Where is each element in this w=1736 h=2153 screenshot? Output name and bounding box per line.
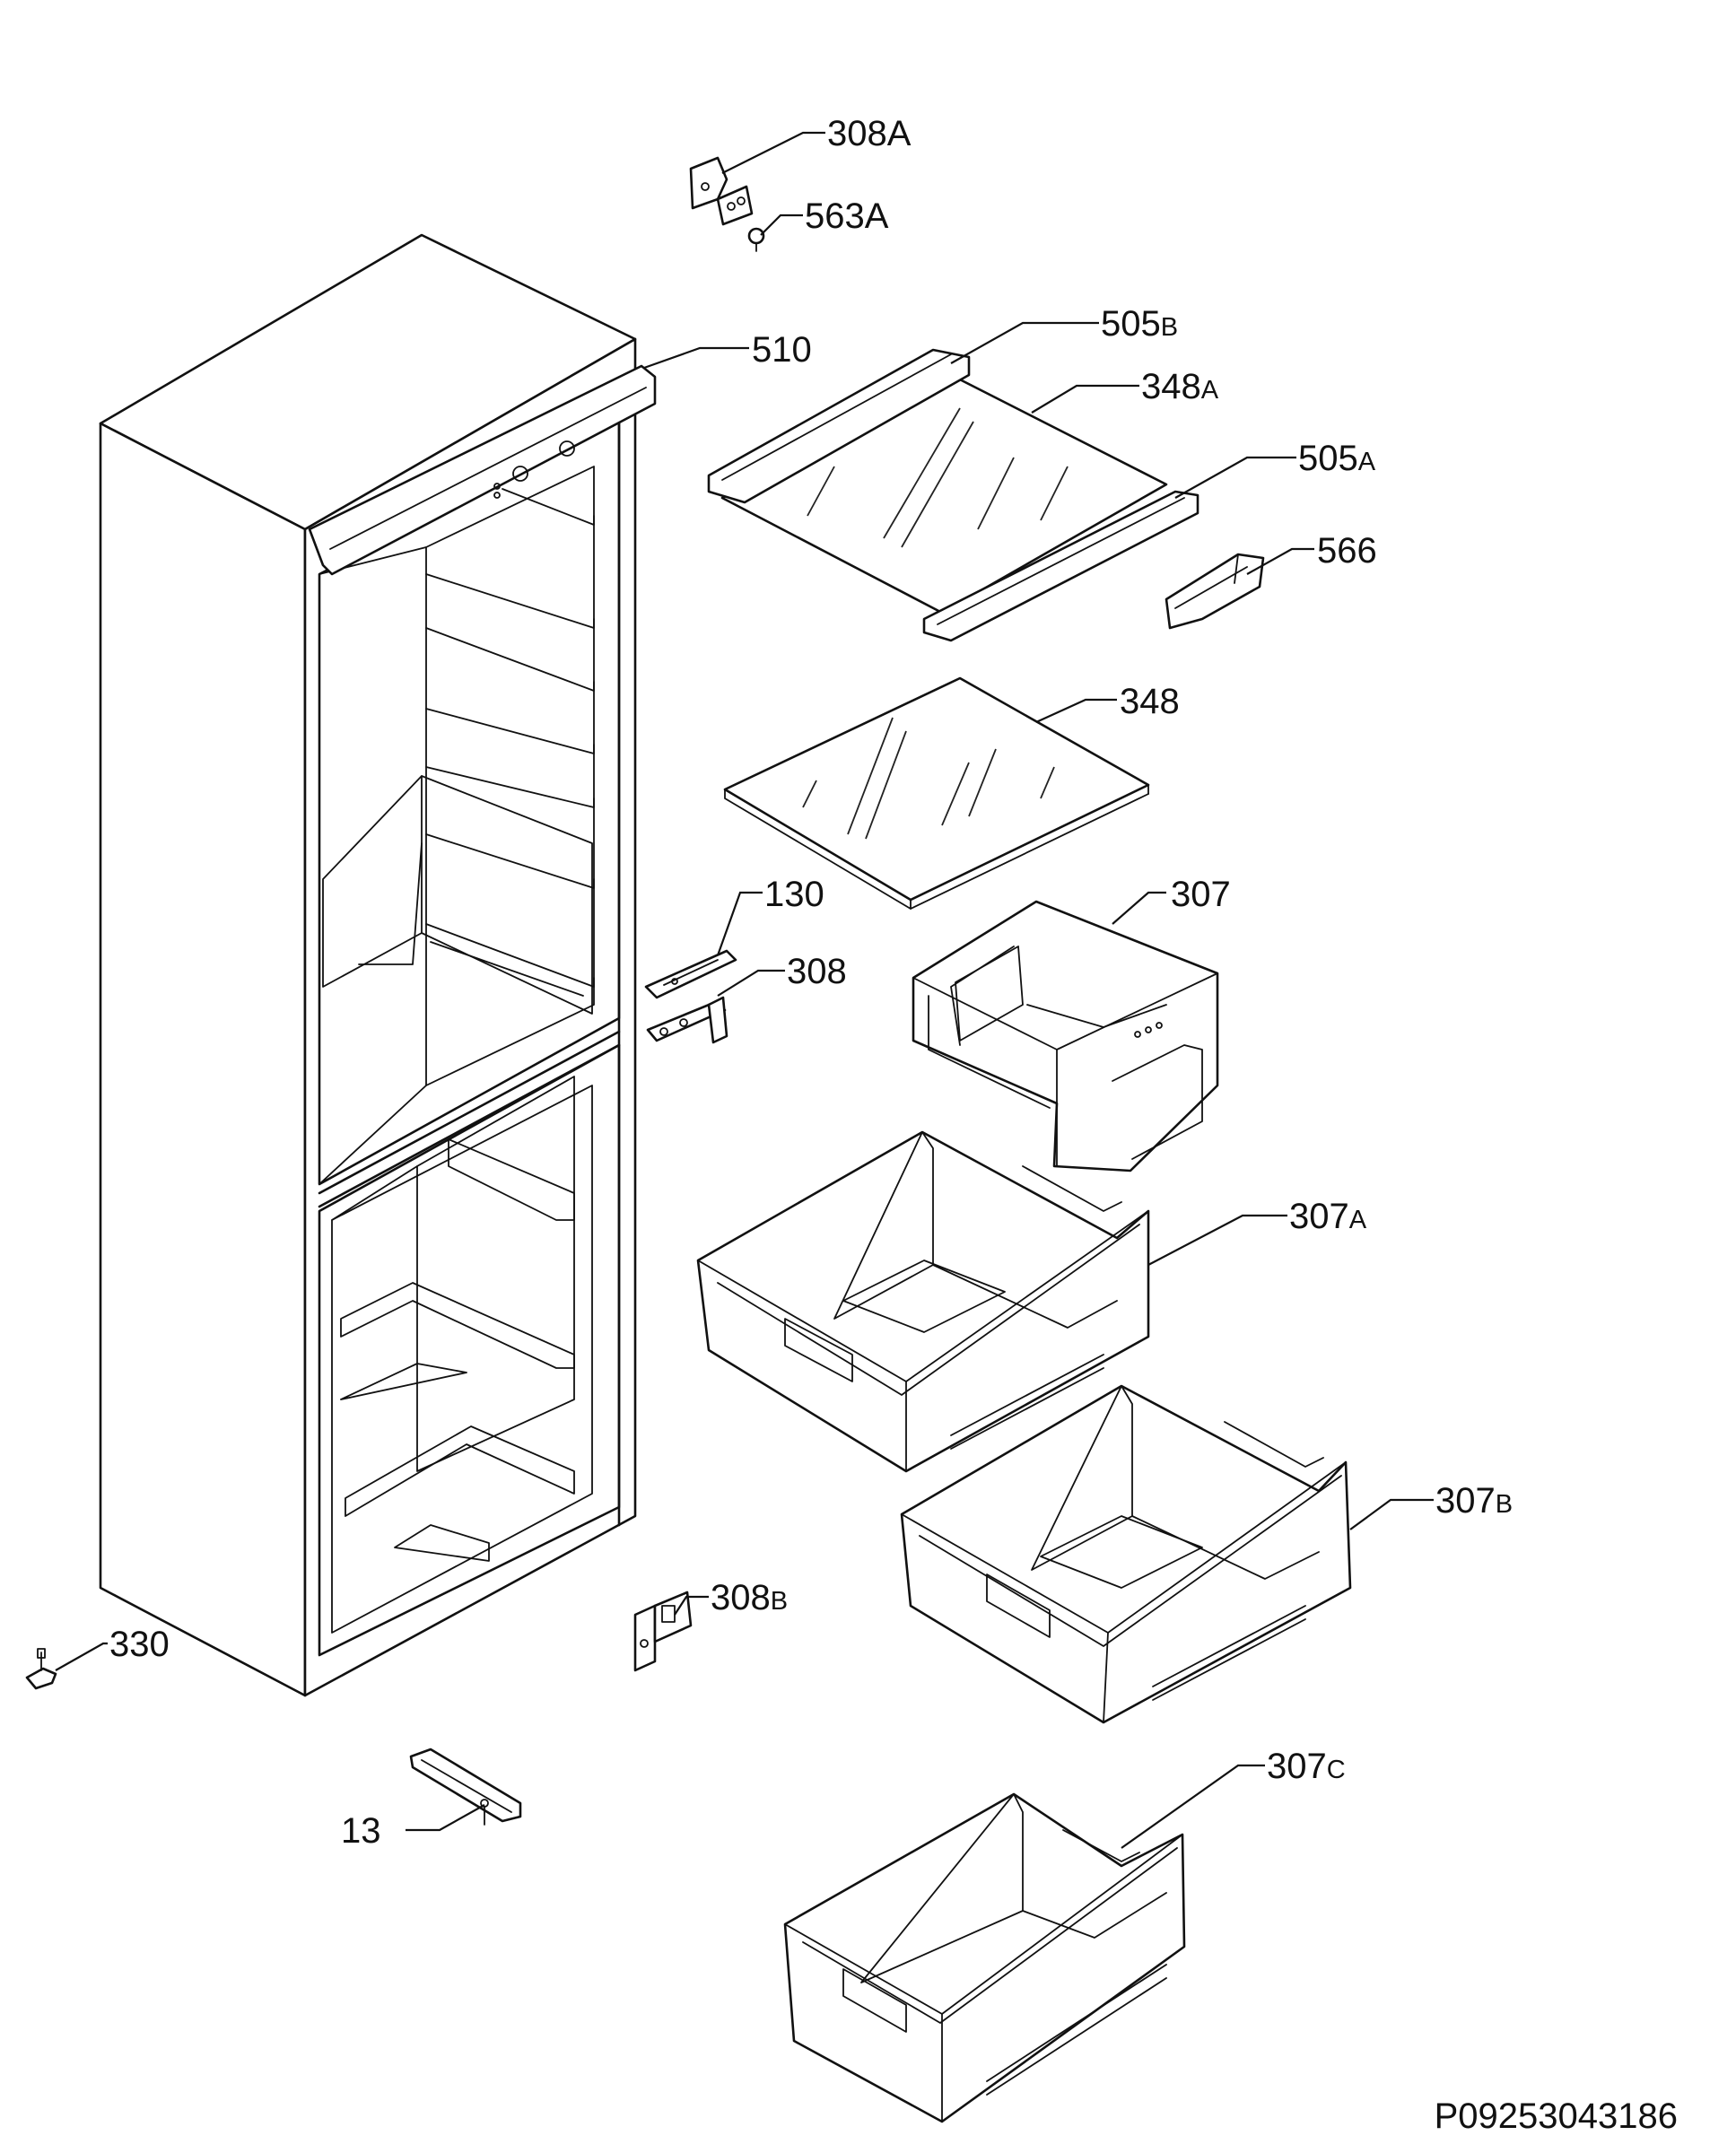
part-307-crisper-small xyxy=(912,900,1219,1172)
part-307B-drawer xyxy=(900,1384,1352,1724)
cabinet-crisper xyxy=(322,775,593,1015)
fridge-cabinet xyxy=(99,233,657,1697)
part-307A-drawer xyxy=(696,1130,1150,1473)
label-308A: 308A xyxy=(827,114,912,153)
label-308B: 308B xyxy=(711,1578,788,1617)
part-348A-glass-shelf xyxy=(720,373,1168,615)
label-330: 330 xyxy=(109,1625,170,1664)
part-308-middle-hinge xyxy=(646,996,728,1044)
label-566: 566 xyxy=(1317,531,1377,571)
part-563A-screw xyxy=(747,227,765,252)
label-307C: 307C xyxy=(1267,1747,1346,1786)
leader-lines xyxy=(55,131,1434,1849)
label-307A: 307A xyxy=(1289,1197,1367,1236)
label-563A: 563A xyxy=(805,196,889,236)
part-130-hinge-cover xyxy=(644,949,737,999)
control-panel xyxy=(308,364,657,576)
part-13-bracket xyxy=(409,1748,522,1826)
label-505B: 505B xyxy=(1101,304,1178,344)
part-505B-rear-trim xyxy=(707,348,971,504)
part-505A-front-trim xyxy=(922,490,1199,642)
label-13: 13 xyxy=(341,1811,381,1851)
label-505A: 505A xyxy=(1298,439,1376,478)
upper-shelf-rails xyxy=(425,488,595,988)
part-308A-top-hinge xyxy=(689,156,754,226)
label-510: 510 xyxy=(752,330,812,370)
part-330-adjustable-foot xyxy=(25,1648,57,1690)
label-130: 130 xyxy=(764,875,824,914)
label-307B: 307B xyxy=(1435,1481,1513,1521)
part-labels: 308A 563A 510 505B 348A 505A 566 348 130… xyxy=(109,114,1513,1851)
lower-shelf-rails xyxy=(340,1138,575,1562)
label-348A: 348A xyxy=(1141,367,1219,406)
part-348-glass-shelf xyxy=(723,676,1150,910)
label-308: 308 xyxy=(787,952,847,991)
part-307C-drawer xyxy=(783,1792,1186,2123)
part-566-clip xyxy=(1165,553,1265,630)
label-348: 348 xyxy=(1120,682,1180,721)
label-307: 307 xyxy=(1171,875,1231,914)
drawing-code: P09253043186 xyxy=(1435,2096,1678,2136)
